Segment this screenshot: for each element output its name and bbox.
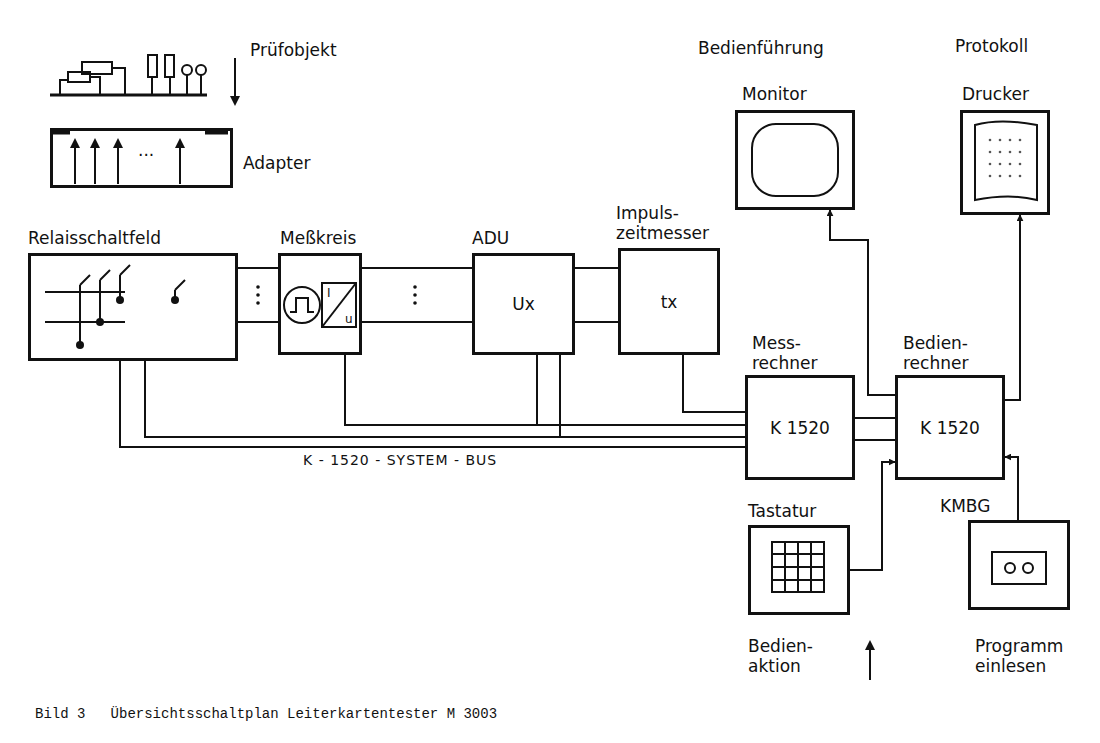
box-content [281,256,359,352]
box-heading: Programm einlesen [975,636,1085,676]
box-content: K 1520 [748,378,852,477]
box-heading: Drucker [962,84,1072,104]
text-label: Bedienführung [698,38,824,58]
box-heading: Impuls- zeitmesser [616,203,728,243]
box-content [971,523,1067,607]
connector [855,417,895,419]
box-content [963,113,1047,212]
text-label: u [345,309,353,329]
box-content [751,528,847,612]
connector [683,355,745,412]
connector [345,355,745,425]
box-text: tx [661,292,678,312]
box-heading: Meßkreis [280,228,390,248]
box-text: K 1520 [920,418,980,438]
connector [1005,457,1018,520]
decor-strokes [45,55,1046,680]
connector [830,210,895,395]
text-label: ... [138,140,154,160]
box-heading: Monitor [742,84,852,104]
connector [238,267,278,269]
box-heading: Tastatur [748,501,858,521]
block-box: KMBGProgramm einlesen [968,520,1070,610]
connector [1005,215,1020,400]
box-text: Ux [512,294,535,314]
text-label: Protokoll [955,36,1028,56]
box-heading: Adapter [243,153,353,173]
block-box: K 1520Mess- rechner [745,375,855,480]
decor-fills [70,96,1021,650]
box-heading: Relaisschaltfeld [28,228,228,248]
box-content: tx [621,251,717,352]
bus-label: K - 1520 - SYSTEM - BUS [300,452,500,468]
figure-caption: Bild 3 Übersichtsschaltplan Leiterkarten… [35,706,497,722]
block-box: UxADU [472,253,575,355]
block-box: K 1520Bedien- rechner [895,375,1005,480]
block-box: Meßkreis [278,253,362,355]
box-heading: Mess- rechner [752,333,842,373]
box-content [738,113,852,207]
connector [850,462,895,570]
box-heading: Bedien- rechner [903,333,993,373]
connector [362,267,472,269]
block-box: txImpuls- zeitmesser [618,248,720,355]
block-box: TastaturBedien- aktion [748,525,850,615]
box-content [31,256,235,358]
box-content: Ux [475,256,572,352]
box-heading: ADU [472,228,572,248]
connector [537,355,745,425]
connector [575,267,618,269]
text-label: Prüfobjekt [250,40,337,60]
box-content: K 1520 [898,378,1002,477]
connector [120,361,745,447]
text-label: I [327,283,331,303]
box-heading: KMBG [940,496,1020,516]
block-box: Drucker [960,110,1050,215]
block-box: Relaisschaltfeld [28,253,238,361]
block-box: Monitor [735,110,855,210]
box-heading: Bedien- aktion [748,636,828,676]
box-text: K 1520 [770,418,830,438]
